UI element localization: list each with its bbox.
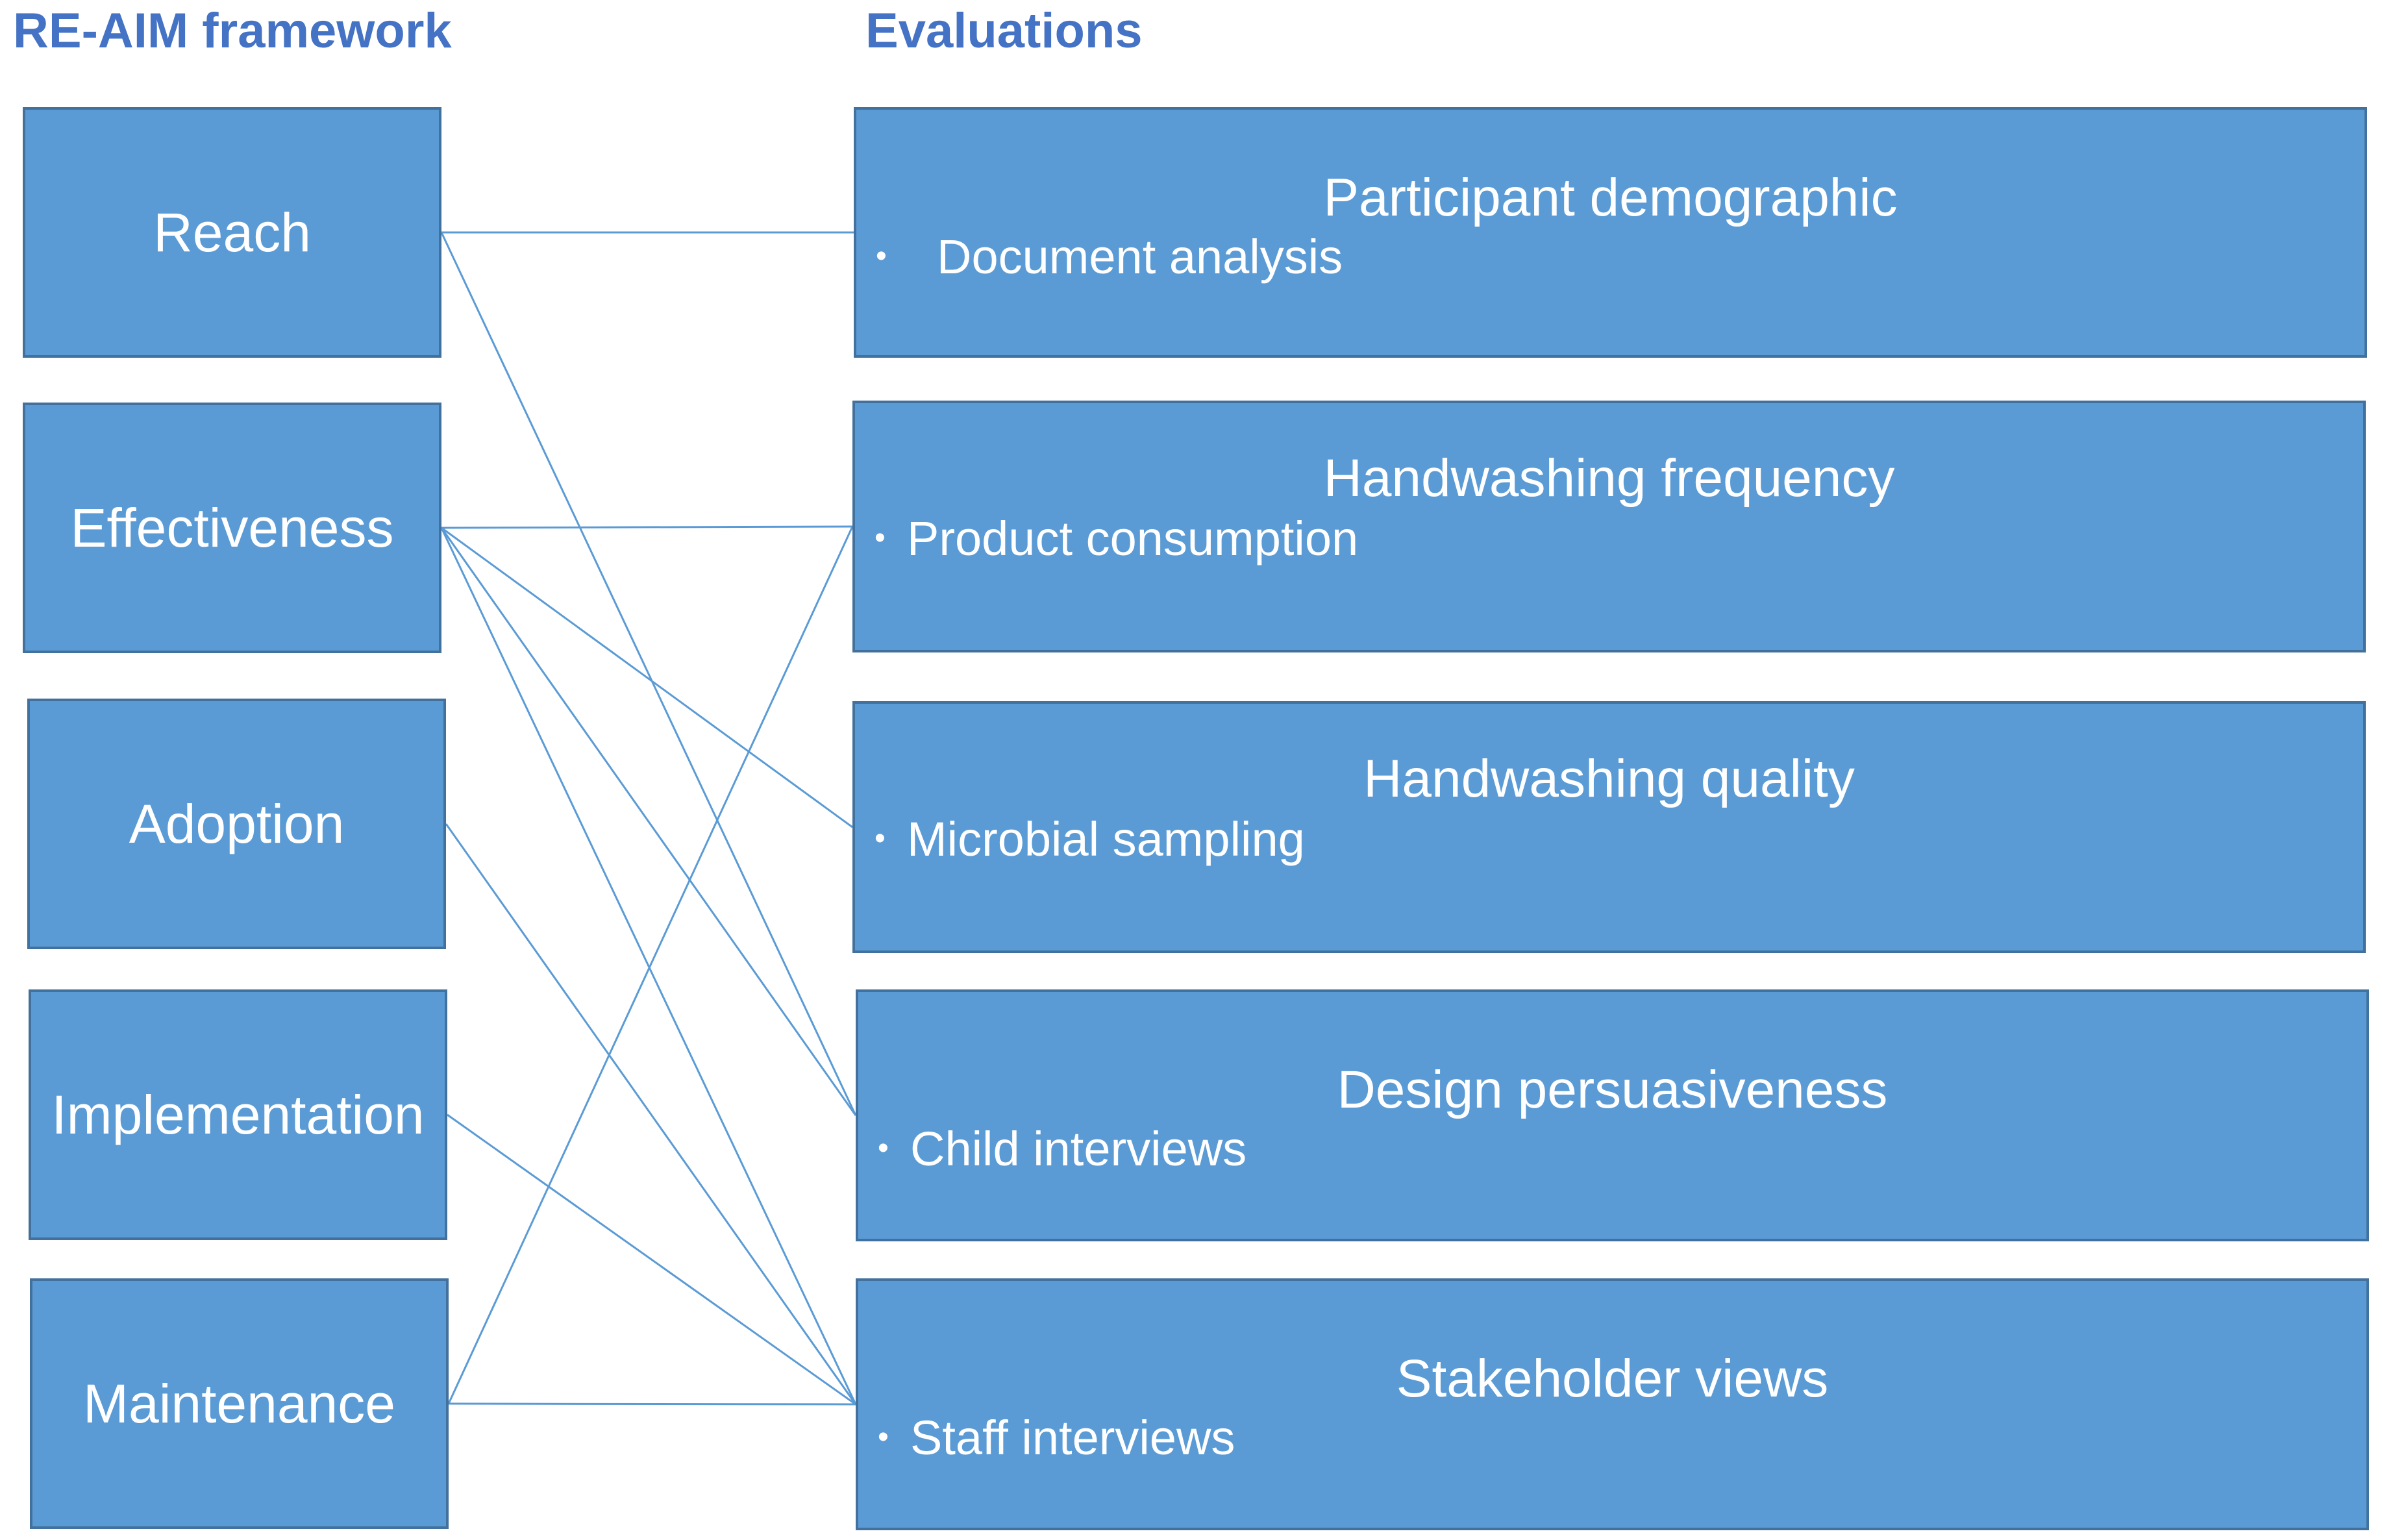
evaluation-bullet: • Child interviews xyxy=(878,1125,1247,1173)
evaluation-bullet: • Staff interviews xyxy=(878,1414,1235,1462)
evaluation-method: Microbial sampling xyxy=(907,812,1305,866)
framework-label-effectiveness: Effectiveness xyxy=(70,497,394,558)
bullet-icon: • xyxy=(878,1420,889,1455)
evaluation-box-stakeholder-views: Stakeholder views • Staff interviews xyxy=(856,1278,2369,1530)
framework-label-implementation: Implementation xyxy=(51,1084,425,1145)
bullet-icon: • xyxy=(875,821,886,856)
framework-box-reach: Reach xyxy=(23,107,441,358)
framework-box-maintenance: Maintenance xyxy=(30,1278,449,1529)
connector-implementation-to-stakeholder xyxy=(447,1113,856,1406)
evaluation-bullet: • Document analysis xyxy=(876,233,1343,281)
evaluation-bullet: • Product consumption xyxy=(875,515,1358,563)
evaluation-title: Participant demographic xyxy=(1323,168,1898,227)
connector-effectiveness-to-frequency xyxy=(441,525,853,529)
framework-box-adoption: Adoption xyxy=(27,699,446,949)
evaluation-title: Design persuasiveness xyxy=(1337,1060,1888,1119)
evaluation-bullet: • Microbial sampling xyxy=(875,815,1305,863)
evaluations-heading: Evaluations xyxy=(865,3,1143,58)
connector-effectiveness-to-quality xyxy=(441,527,853,828)
framework-box-effectiveness: Effectiveness xyxy=(23,403,441,653)
connector-effectiveness-to-stakeholder xyxy=(440,527,857,1405)
evaluation-box-participant-demographic: Participant demographic • Document analys… xyxy=(854,107,2367,358)
evaluation-method: Product consumption xyxy=(907,512,1359,565)
connector-effectiveness-to-persuasiveness xyxy=(440,527,857,1116)
evaluation-box-handwashing-frequency: Handwashing frequency • Product consumpti… xyxy=(852,401,2366,652)
evaluation-method: Document analysis xyxy=(937,230,1343,284)
evaluation-title: Stakeholder views xyxy=(1396,1349,1829,1408)
bullet-icon: • xyxy=(876,239,887,274)
framework-box-implementation: Implementation xyxy=(29,989,447,1240)
evaluation-title: Handwashing frequency xyxy=(1323,449,1895,508)
evaluation-method: Staff interviews xyxy=(910,1411,1235,1465)
evaluation-box-design-persuasiveness: Design persuasiveness • Child interviews xyxy=(856,989,2369,1241)
evaluation-title: Handwashing quality xyxy=(1363,749,1855,808)
framework-label-reach: Reach xyxy=(153,201,311,263)
connector-adoption-to-stakeholder xyxy=(445,823,857,1405)
framework-label-adoption: Adoption xyxy=(129,793,345,854)
bullet-icon: • xyxy=(878,1131,889,1166)
connector-maintenance-to-frequency xyxy=(447,526,854,1404)
framework-label-maintenance: Maintenance xyxy=(83,1372,395,1434)
connector-reach-to-persuasiveness xyxy=(440,232,857,1116)
evaluation-box-handwashing-quality: Handwashing quality • Microbial sampling xyxy=(852,701,2366,953)
bullet-icon: • xyxy=(875,521,886,556)
evaluation-method: Child interviews xyxy=(910,1122,1247,1176)
framework-heading: RE-AIM framework xyxy=(13,3,452,58)
